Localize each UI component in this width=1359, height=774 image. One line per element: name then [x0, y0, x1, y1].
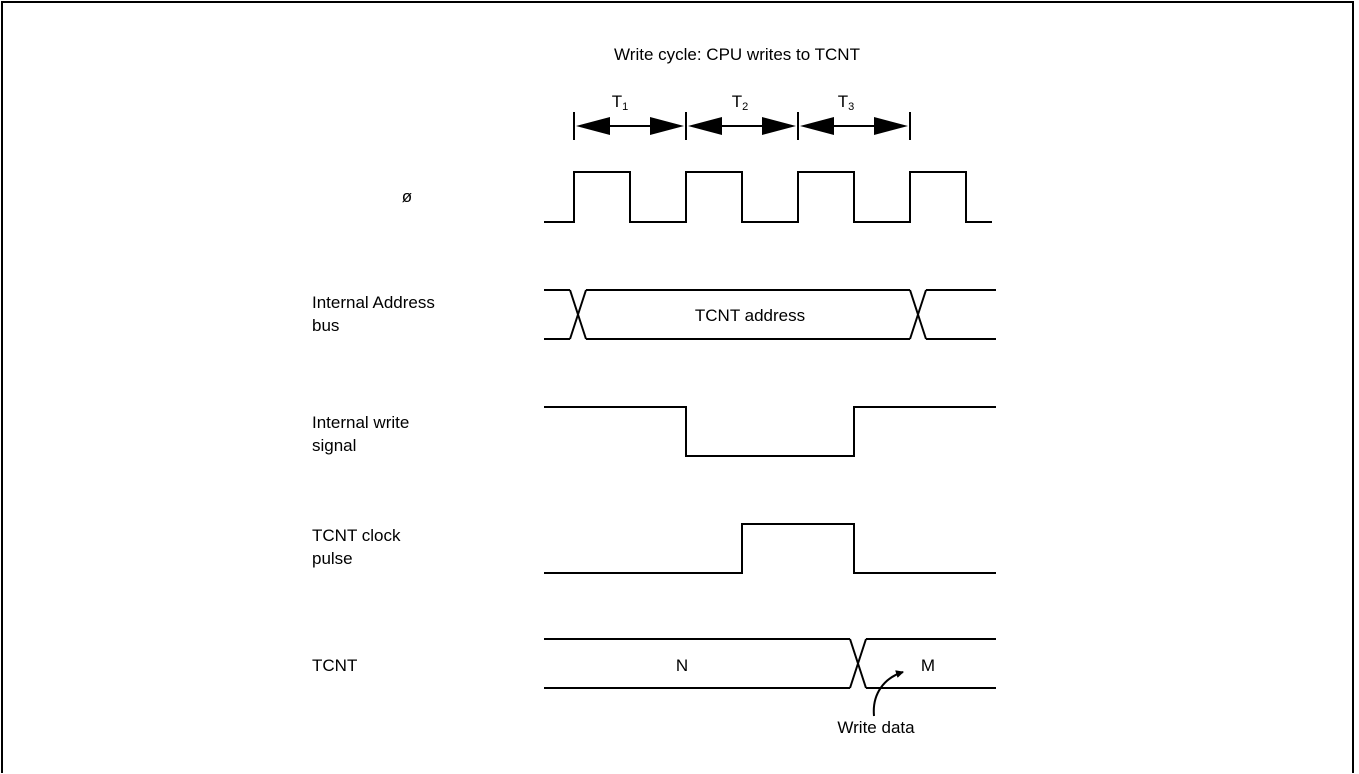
write-data-label: Write data	[837, 718, 915, 737]
t3-span-arrow	[800, 117, 908, 135]
diagram-title: Write cycle: CPU writes to TCNT	[614, 45, 860, 64]
t3-label: T3	[838, 92, 855, 113]
t2-label: T2	[732, 92, 749, 113]
t2-span-arrow	[688, 117, 796, 135]
tcnt-label: TCNT	[312, 656, 357, 675]
clock-pulse-label-line2: pulse	[312, 549, 353, 568]
t-state-markers	[573, 112, 911, 140]
write-signal-label-line1: Internal write	[312, 413, 409, 432]
write-signal-waveform	[544, 406, 996, 457]
address-bus-label-line2: bus	[312, 316, 339, 335]
clock-pulse-label-line1: TCNT clock	[312, 526, 401, 545]
clock-pulse-waveform	[544, 523, 996, 574]
tcnt-new-value: M	[921, 656, 935, 675]
address-bus-label-line1: Internal Address	[312, 293, 435, 312]
write-data-arrow	[872, 670, 904, 717]
tcnt-waveform	[544, 638, 996, 689]
address-bus-value: TCNT address	[695, 306, 805, 325]
tcnt-old-value: N	[676, 656, 688, 675]
clock-signal-label: ø	[402, 187, 412, 206]
clock-waveform	[544, 171, 992, 223]
t1-span-arrow	[576, 117, 684, 135]
write-signal-label-line2: signal	[312, 436, 356, 455]
t1-label: T1	[612, 92, 629, 113]
address-bus-waveform	[544, 289, 996, 340]
